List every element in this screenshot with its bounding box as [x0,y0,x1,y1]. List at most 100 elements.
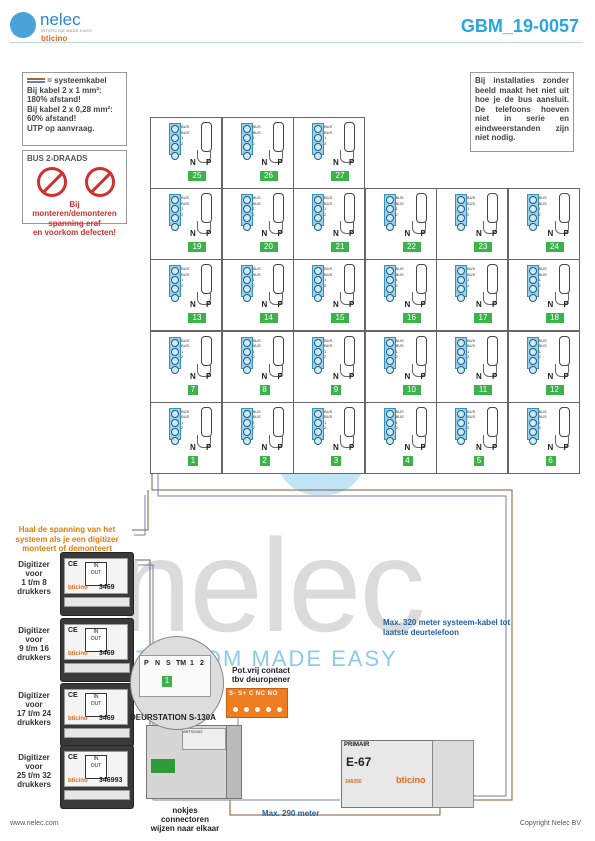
terminal-label: BUS [324,129,333,135]
relay-contacts: S- S+ C NC NO [229,691,278,697]
phone-number: 23 [473,241,493,254]
bus-terminal-icon [312,123,324,160]
footer-copyright: Copyright Nelec BV [519,820,581,827]
np-p-label: P [349,300,355,310]
phone-number-value: 11 [473,383,493,396]
phone-number: 9 [330,383,342,396]
bus-terminal-icon [526,194,539,232]
np-p-label: P [277,442,283,452]
digitizer-label-line: voor [25,569,43,578]
max-320-label: Max. 320 meter systeem-kabel tot laatste… [383,618,511,637]
digitizer-label-line: drukkers [17,780,51,789]
np-n-label: N [261,300,268,310]
phone-number-value: 2 [258,454,271,467]
terminal-label: 1 [324,277,327,283]
terminal-label: BUS [395,271,404,277]
digitizer-terminal-strip [64,663,130,673]
np-n-label: N [476,442,482,452]
phone-number-value: 6 [544,454,557,467]
handset-cord-icon [411,434,426,448]
phone-number: 13 [187,312,207,325]
terminal-label: 2 [252,425,255,431]
digitizer-label-line: Digitizer [18,560,50,569]
terminal-label: BUS [181,414,190,420]
terminal-label: 2 [252,282,255,288]
psu-name: E-67 [346,755,372,769]
digitizer-label-line: 17 t/m 24 [16,709,52,718]
phone-number: 15 [330,312,350,325]
terminal-label: 1 [181,348,184,354]
installation-note: Bij installaties zonder beeld maakt het … [470,72,574,152]
terminal-label: 2 [181,425,184,431]
terminal-label: BUS [181,337,190,343]
handset-icon [344,264,355,295]
phone-number: 11 [473,383,493,396]
phone-number-value: 20 [258,241,279,254]
digitizer-brand: bticino [68,585,88,591]
handset-cord-icon [268,292,283,306]
handset-cord-icon [268,434,283,448]
phone-number: 22 [401,241,422,254]
terminal-label: 2 [200,660,204,667]
terminal-label: BUS [324,337,333,343]
cable-legend-icon [27,78,45,84]
bus-terminal-icon [383,194,396,232]
terminal-label: 1 [181,206,184,212]
digitizer-label-line: 9 t/m 16 [19,644,49,653]
handset-cord-icon [268,363,283,377]
handset-icon [558,335,570,366]
out-label: OUT [90,570,102,576]
phone-number: 2 [258,454,271,467]
bus-terminal-icon [169,194,181,232]
handset-cord-icon [554,292,569,306]
logo-brand: bticino [41,34,68,43]
bus-terminal-icon [240,407,253,445]
phone-number-value: 8 [258,383,271,396]
phone-number: 20 [258,241,279,254]
handset-icon [201,406,212,437]
terminal-label: BUS [538,343,547,349]
nelec-logo: nelec INTERCOM MADE EASY bticino [10,10,100,43]
terminal-label: BUS [395,266,404,272]
terminal-label: BUS [467,337,476,343]
np-n-label: N [404,229,411,239]
digitizer-model: 3469 [99,584,115,591]
terminal-label: 1 [181,277,184,283]
phone-number-value: 19 [187,241,207,254]
terminal-label: 1 [538,277,541,283]
terminal-label: 1 [324,135,327,140]
terminal-label: TM [176,660,187,667]
bus-terminal-icon [312,407,324,445]
digitizer-label-line: 25 t/m 32 [16,771,52,780]
phone-number: 18 [544,312,565,325]
terminal-label: 1 [395,419,398,425]
terminal-label: 2 [467,354,470,360]
np-n-label: N [190,158,196,167]
connector-note: nokjes connectoren wijzen naar elkaar [150,806,220,833]
bus-terminal-icon [169,336,181,374]
cable-line: Bij kabel 2 x 0,28 mm²: [27,104,113,114]
np-p-label: P [206,442,212,452]
bus-terminal-icon [526,336,539,374]
bus-terminal-icon [526,265,539,303]
terminal-label: BUS [395,195,404,201]
terminal-label: BUS [252,266,261,272]
terminal-label: 1 [324,348,327,354]
